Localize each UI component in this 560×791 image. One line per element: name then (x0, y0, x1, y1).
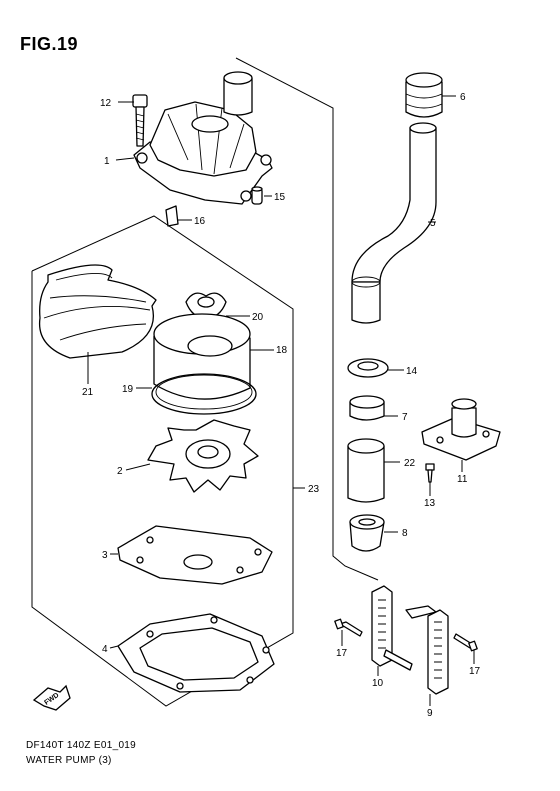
callout-labels: 12 1 15 16 20 18 19 21 2 3 4 23 6 5 14 7… (82, 92, 481, 719)
tube-seal-top (405, 72, 443, 118)
plate-gasket-upper (117, 525, 273, 585)
callout-16: 16 (194, 216, 206, 227)
tube-outline (235, 57, 379, 581)
pump-liner (153, 313, 251, 400)
tube-holder (421, 398, 501, 461)
callout-9: 9 (427, 708, 433, 719)
pump-case (133, 71, 273, 205)
leader-lines (87, 95, 475, 706)
callout-13: 13 (424, 498, 436, 509)
callout-8: 8 (402, 528, 408, 539)
callout-17-left: 17 (336, 648, 348, 659)
fwd-arrow-icon: FWD (32, 684, 71, 711)
callout-18: 18 (276, 345, 288, 356)
callout-17-right: 17 (469, 666, 481, 677)
callout-21: 21 (82, 387, 94, 398)
figure-code: DF140T 140Z E01_019 (26, 740, 137, 751)
dowel-pin (251, 186, 263, 205)
washer (347, 358, 389, 378)
figure-title: FIG.19 (20, 34, 79, 54)
bracket-right (405, 605, 449, 695)
kit-outline (31, 215, 294, 707)
callout-6: 6 (460, 92, 466, 103)
callout-23: 23 (308, 484, 320, 495)
callout-4: 4 (102, 644, 108, 655)
callout-14: 14 (406, 366, 418, 377)
bracket-left (371, 585, 413, 671)
callout-1: 1 (104, 156, 110, 167)
o-ring (151, 373, 257, 415)
screw-17-left (334, 618, 363, 637)
figure-caption: WATER PUMP (3) (26, 755, 112, 766)
callout-20: 20 (252, 312, 264, 323)
callout-7: 7 (402, 412, 408, 423)
callout-2: 2 (117, 466, 123, 477)
callout-11: 11 (457, 474, 468, 485)
screw-17-right (453, 633, 478, 652)
callout-19: 19 (122, 384, 134, 395)
screw-13 (425, 463, 435, 483)
callout-22: 22 (404, 458, 416, 469)
bolt (132, 94, 148, 147)
impeller (147, 419, 259, 493)
callout-5: 5 (430, 218, 436, 229)
water-tube (351, 122, 437, 324)
sleeve (347, 438, 385, 503)
tube-seal-lower (349, 514, 385, 552)
callout-12: 12 (100, 98, 112, 109)
callout-3: 3 (102, 550, 108, 561)
callout-15: 15 (274, 192, 286, 203)
collar (349, 395, 385, 421)
key (165, 205, 179, 227)
ring (38, 264, 157, 359)
plate-gasket-lower (117, 613, 275, 693)
callout-10: 10 (372, 678, 384, 689)
